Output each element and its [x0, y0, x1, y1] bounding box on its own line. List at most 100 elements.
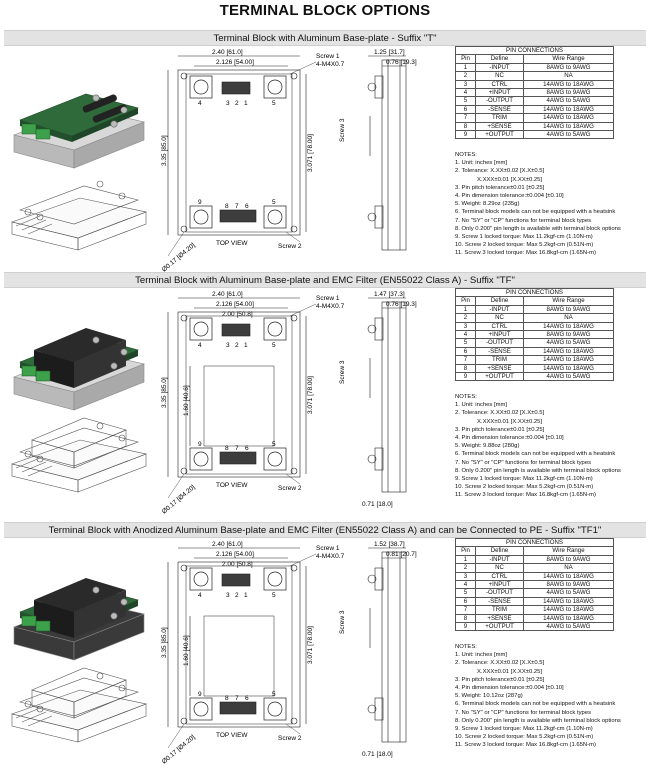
dim-width-filter: 2.00 [50.8]	[222, 311, 253, 318]
screw2-label: Screw 2	[278, 243, 302, 250]
pin-number: 4	[455, 580, 476, 590]
terminal-5-bottom: 5	[272, 691, 276, 698]
product-photos	[10, 328, 148, 493]
section-banner: Terminal Block with Aluminum Base-plate …	[4, 30, 646, 46]
terminal-3: 3	[226, 342, 230, 349]
pin-define: -INPUT	[475, 62, 524, 73]
pin-wire-range: 14AWG to 18AWG	[523, 321, 614, 332]
pin-define: -OUTPUT	[475, 338, 524, 348]
note-line: 8. Only 0.200" pin length is available w…	[455, 717, 621, 724]
pin-wire-range: 8AWG to 9AWG	[523, 330, 614, 340]
dim-side-width: 1.25 [31.7]	[374, 49, 405, 56]
pin-connections-table: PIN CONNECTIONS Pin Define Wire Range 1-…	[455, 45, 614, 140]
define-col-header: Define	[475, 54, 524, 64]
module-3d-lower	[10, 667, 148, 743]
terminal-2: 2	[235, 100, 239, 107]
terminal-1: 1	[244, 342, 248, 349]
top-view-label: TOP VIEW	[216, 482, 248, 489]
note-line: 4. Pin dimension tolerance:±0.004 [±0.10…	[455, 435, 564, 442]
notes-title: NOTES:	[455, 394, 477, 400]
pin-number: 5	[455, 588, 476, 598]
wire-col-header: Wire Range	[523, 54, 614, 64]
pin-table-caption: PIN CONNECTIONS	[455, 45, 614, 56]
section-banner: Terminal Block with Aluminum Base-plate …	[4, 272, 646, 288]
pin-col-header: Pin	[455, 546, 476, 556]
pin-number: 9	[455, 130, 476, 140]
dim-width-filter: 2.00 [50.8]	[222, 561, 253, 568]
section-banner: Terminal Block with Anodized Aluminum Ba…	[4, 522, 646, 538]
dim-side-width: 1.52 [38.7]	[374, 541, 405, 548]
top-view-label: TOP VIEW	[216, 732, 248, 739]
pin-define: CTRL	[475, 321, 524, 332]
screw3-label: Screw 3	[339, 610, 346, 634]
pin-define: TRIM	[475, 113, 524, 123]
note-line: 7. No "SY" or "CP" functions for termina…	[455, 459, 592, 466]
note-line: 4. Pin dimension tolerance:±0.004 [±0.10…	[455, 685, 564, 692]
pin-number: 7	[455, 113, 476, 123]
screw1-label: Screw 1	[316, 295, 340, 302]
mechanical-drawing: 2.40 [61.0] 2.126 [54.00] 2.00 [50.8] Sc…	[161, 291, 417, 516]
top-view-label: TOP VIEW	[216, 240, 248, 247]
pin-wire-range: 4AWG to 5AWG	[523, 130, 614, 140]
terminal-9: 9	[198, 691, 202, 698]
pin-connections-table: PIN CONNECTIONS Pin Define Wire Range 1-…	[455, 537, 614, 632]
pin-define: +OUTPUT	[475, 130, 524, 140]
pin-define: -SENSE	[475, 346, 524, 357]
dim-hole: Ø0.17 [Ø4.20]	[161, 484, 197, 516]
pin-define: +SENSE	[475, 613, 524, 624]
pin-define: NC	[475, 313, 524, 323]
pin-table-caption: PIN CONNECTIONS	[455, 287, 614, 298]
dim-height-filter: 1.60 [40.6]	[183, 385, 190, 416]
pin-define: -SENSE	[475, 596, 524, 607]
note-line: 9. Screw 1 locked torque: Max 11.2kgf-cm…	[455, 234, 593, 241]
pin-number: 6	[455, 596, 476, 607]
pin-number: 2	[455, 563, 476, 573]
define-col-header: Define	[475, 296, 524, 306]
thread-label: 4-M4X0.7	[316, 553, 345, 560]
dim-side-width: 1.47 [37.3]	[374, 291, 405, 298]
pin-define: NC	[475, 563, 524, 573]
dim-width-inner: 2.126 [54.00]	[216, 59, 254, 66]
note-line: 7. No "SY" or "CP" functions for termina…	[455, 217, 592, 224]
pin-number: 6	[455, 104, 476, 115]
terminal-6: 6	[245, 695, 249, 702]
terminal-8: 8	[225, 695, 229, 702]
pin-define: -INPUT	[475, 554, 524, 565]
dim-height-inner: 3.071 [78.00]	[307, 134, 314, 172]
pin-wire-range: 14AWG to 18AWG	[523, 613, 614, 624]
dim-height-filter: 1.60 [40.6]	[183, 635, 190, 666]
terminal-7: 7	[235, 695, 239, 702]
dim-height-inner: 3.071 [78.00]	[307, 626, 314, 664]
terminal-3: 3	[226, 100, 230, 107]
note-line: 1. Unit: inches [mm]	[455, 402, 508, 409]
define-col-header: Define	[475, 546, 524, 556]
terminal-7: 7	[235, 203, 239, 210]
pin-wire-range: 14AWG to 18AWG	[523, 79, 614, 90]
pin-wire-range: 14AWG to 18AWG	[523, 363, 614, 374]
pin-wire-range: 8AWG to 9AWG	[523, 580, 614, 590]
pin-number: 2	[455, 313, 476, 323]
pin-wire-range: 14AWG to 18AWG	[523, 571, 614, 582]
dim-height-total: 3.35 [85.0]	[161, 135, 168, 166]
pin-wire-range: 14AWG to 18AWG	[523, 605, 614, 615]
screw2-label: Screw 2	[278, 485, 302, 492]
pin-define: -OUTPUT	[475, 96, 524, 106]
pin-number: 4	[455, 330, 476, 340]
pin-wire-range: 8AWG to 9AWG	[523, 554, 614, 565]
dim-width-inner: 2.126 [54.00]	[216, 301, 254, 308]
wire-col-header: Wire Range	[523, 546, 614, 556]
pin-wire-range: 4AWG to 5AWG	[523, 372, 614, 382]
terminal-3: 3	[226, 592, 230, 599]
dim-side-offset: 0.76 [19.3]	[386, 301, 417, 308]
pin-table-caption: PIN CONNECTIONS	[455, 537, 614, 548]
dim-width-total: 2.40 [61.0]	[212, 49, 243, 56]
